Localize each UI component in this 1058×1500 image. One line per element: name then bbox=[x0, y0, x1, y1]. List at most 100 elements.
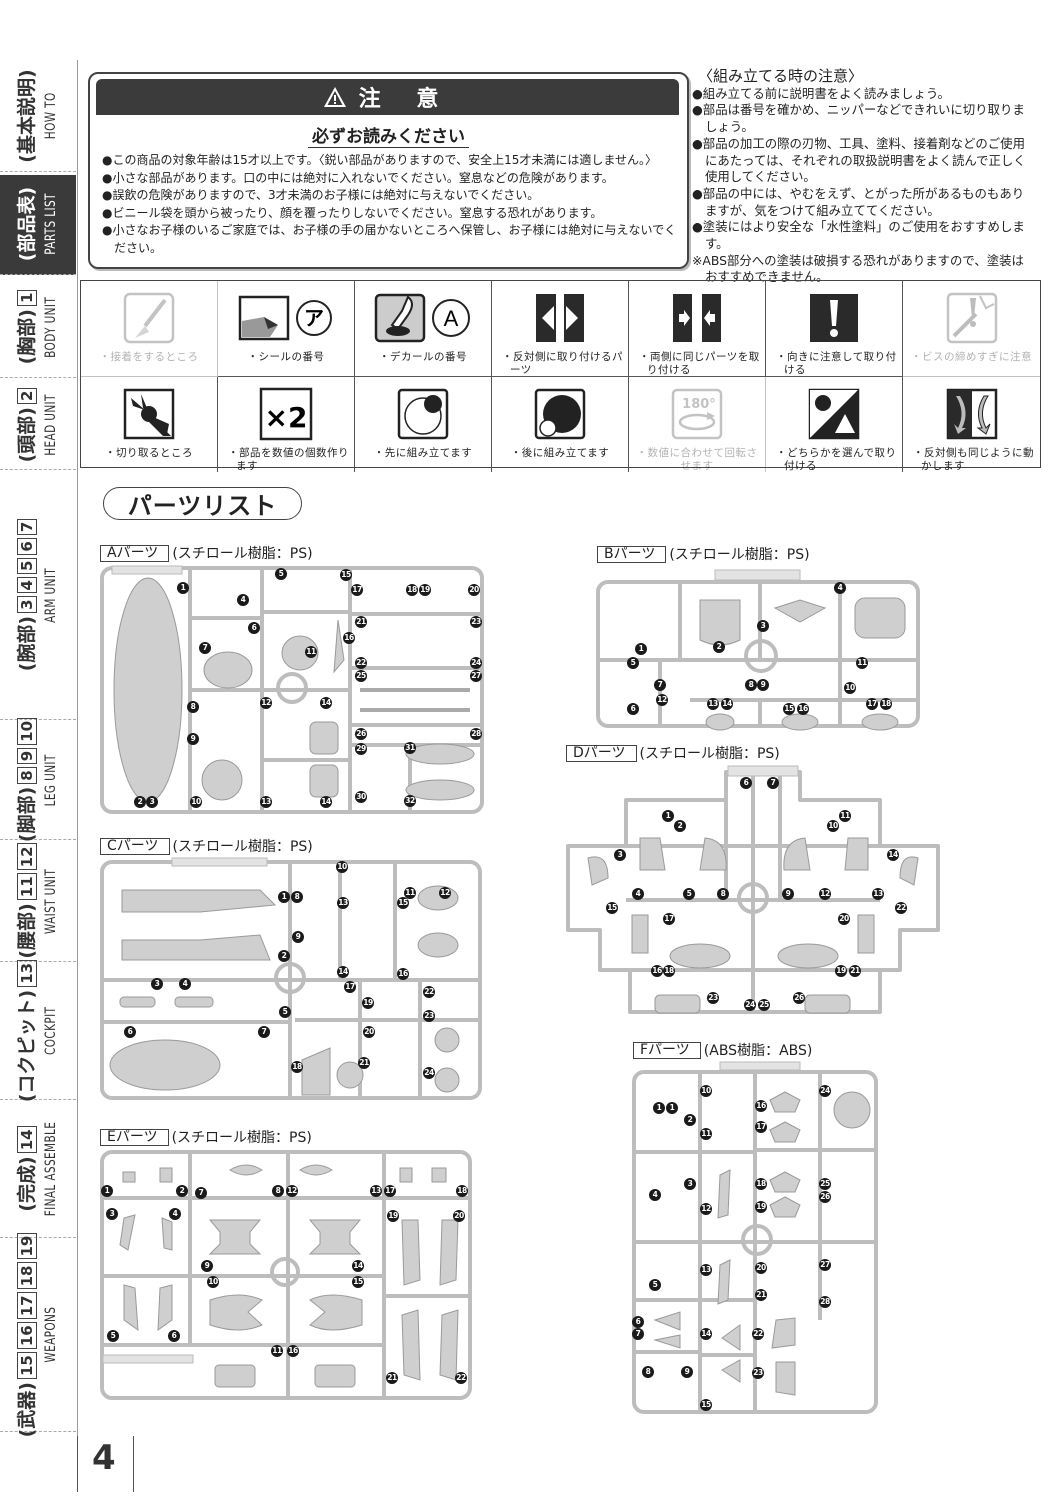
part-number-marker: 2 bbox=[134, 796, 146, 808]
symbol-legend: ・接着をするところ ア ・シールの番号 A ・デカールの番号 ・反対側に取り付け… bbox=[80, 280, 1041, 472]
part-shape bbox=[113, 577, 183, 803]
part-shape bbox=[336, 1061, 364, 1089]
part-number-marker: 6 bbox=[632, 1316, 644, 1328]
legend-cell-sticker: ア ・シールの番号 bbox=[218, 281, 355, 377]
part-number-marker: 21 bbox=[849, 965, 861, 977]
legend-cell-later: ・後に組み立てます bbox=[492, 377, 629, 472]
legend-caption: ・反対側に取り付けるパーツ bbox=[502, 351, 623, 376]
part-shape bbox=[209, 1294, 363, 1331]
part-shape bbox=[121, 889, 277, 961]
part-number-marker: 8 bbox=[291, 891, 303, 903]
part-shape bbox=[301, 1047, 331, 1096]
part-number-marker: 20 bbox=[468, 584, 480, 596]
legend-caption: ・両側に同じパーツを取り付ける bbox=[639, 351, 760, 376]
runner-name: Fパーツ bbox=[633, 1041, 701, 1059]
part-number-marker: 26 bbox=[793, 992, 805, 1004]
part-number-marker: 26 bbox=[819, 1191, 831, 1203]
part-shape bbox=[333, 619, 345, 674]
part-number-marker: 11 bbox=[856, 657, 868, 669]
part-number-marker: 9 bbox=[681, 1366, 693, 1378]
part-shape bbox=[434, 1067, 460, 1093]
legend-caption: ・後に組み立てます bbox=[510, 447, 610, 459]
part-number-marker: 5 bbox=[649, 1279, 661, 1291]
caution-item: ●小さな部品があります。口の中には絶対に入れないでください。窒息などの危険があり… bbox=[102, 170, 614, 185]
part-number-marker: 19 bbox=[755, 1201, 767, 1213]
part-number-marker: 18 bbox=[880, 698, 892, 710]
part-number-marker: 10 bbox=[827, 820, 839, 832]
decal-number-icon: A bbox=[432, 299, 470, 337]
part-number-marker: 9 bbox=[187, 733, 199, 745]
part-number-marker: 23 bbox=[707, 992, 719, 1004]
part-number-marker: 12 bbox=[700, 1203, 712, 1215]
part-shape bbox=[119, 996, 156, 1008]
multiply-count-text: ×2 bbox=[265, 401, 308, 434]
part-number-marker: 28 bbox=[819, 1296, 831, 1308]
legend-cell-screw: ・ビスの締めすぎに注意 bbox=[903, 281, 1040, 377]
part-shape bbox=[122, 1164, 447, 1183]
sidebar-tab-how-to[interactable]: (基本説明)HOW TO bbox=[0, 62, 76, 172]
part-number-marker: 22 bbox=[355, 657, 367, 669]
part-shape bbox=[281, 635, 319, 671]
part-number-marker: 9 bbox=[757, 679, 769, 691]
legend-cell-first: ・先に組み立てます bbox=[355, 377, 492, 472]
note-item: ●組み立てる前に説明書をよく読みましょう。 bbox=[692, 85, 950, 101]
part-number-marker: 23 bbox=[470, 616, 482, 628]
part-shape bbox=[434, 1027, 460, 1053]
part-shape bbox=[781, 713, 819, 731]
part-shape bbox=[417, 932, 459, 958]
part-shape bbox=[314, 1364, 356, 1388]
part-shape bbox=[309, 721, 339, 755]
both-sides-icon bbox=[673, 294, 721, 342]
sidebar-tab-parts-list[interactable]: (部品表)PARTS LIST bbox=[0, 175, 76, 275]
part-number-marker: 13 bbox=[260, 796, 272, 808]
part-number-marker: 11 bbox=[700, 1128, 712, 1140]
part-number-marker: 8 bbox=[717, 888, 729, 900]
legend-caption: ・数値に合わせて回転させます bbox=[636, 447, 758, 472]
part-number-marker: 2 bbox=[684, 1114, 696, 1126]
part-number-marker: 15 bbox=[397, 897, 409, 909]
page-number-rule bbox=[77, 1436, 78, 1492]
part-number-marker: 24 bbox=[819, 1085, 831, 1097]
part-number-marker: 5 bbox=[683, 888, 695, 900]
runner-name: Dパーツ bbox=[566, 744, 637, 762]
part-number-marker: 11 bbox=[305, 646, 317, 658]
part-number-marker: 18 bbox=[406, 584, 418, 596]
part-number-marker: 3 bbox=[614, 849, 626, 861]
part-shape bbox=[705, 713, 735, 731]
part-number-marker: 14 bbox=[352, 1260, 364, 1272]
legend-caption: ・先に組み立てます bbox=[373, 447, 473, 459]
rotate-icon: 180° bbox=[671, 388, 723, 440]
part-number-marker: 10 bbox=[844, 682, 856, 694]
part-shape bbox=[309, 764, 339, 798]
note-item: ●部品は番号を確かめ、ニッパーなどできれいに切り取りましょう。 bbox=[692, 102, 1025, 135]
screw-caution-icon bbox=[946, 292, 997, 344]
part-number-marker: 17 bbox=[344, 981, 356, 993]
part-shape bbox=[405, 743, 475, 765]
caution-item: ●ビニール袋を頭から被ったり、顔を覆ったりしないでください。窒息する恐れがありま… bbox=[102, 205, 603, 220]
part-shape bbox=[857, 914, 875, 954]
part-number-marker: 1 bbox=[278, 891, 290, 903]
part-number-marker: 8 bbox=[745, 679, 757, 691]
note-item: ●部品の加工の際の刃物、工具、塗料、接着剤などのご使用にあたっては、それぞれの取… bbox=[692, 135, 1026, 185]
sticker-icon bbox=[238, 295, 290, 341]
legend-caption: ・向きに注意して取り付ける bbox=[776, 351, 897, 376]
runner-material: (スチロール樹脂：PS) bbox=[171, 1130, 312, 1146]
legend-cell-move-same: ・反対側も同じように動かします bbox=[903, 377, 1040, 472]
part-shape bbox=[417, 885, 459, 911]
part-shape bbox=[854, 597, 906, 639]
part-number-marker: 7 bbox=[195, 1187, 207, 1199]
part-number-marker: 4 bbox=[179, 978, 191, 990]
part-number-marker: 13 bbox=[337, 897, 349, 909]
part-number-marker: 16 bbox=[755, 1100, 767, 1112]
part-number-marker: 29 bbox=[355, 743, 367, 755]
